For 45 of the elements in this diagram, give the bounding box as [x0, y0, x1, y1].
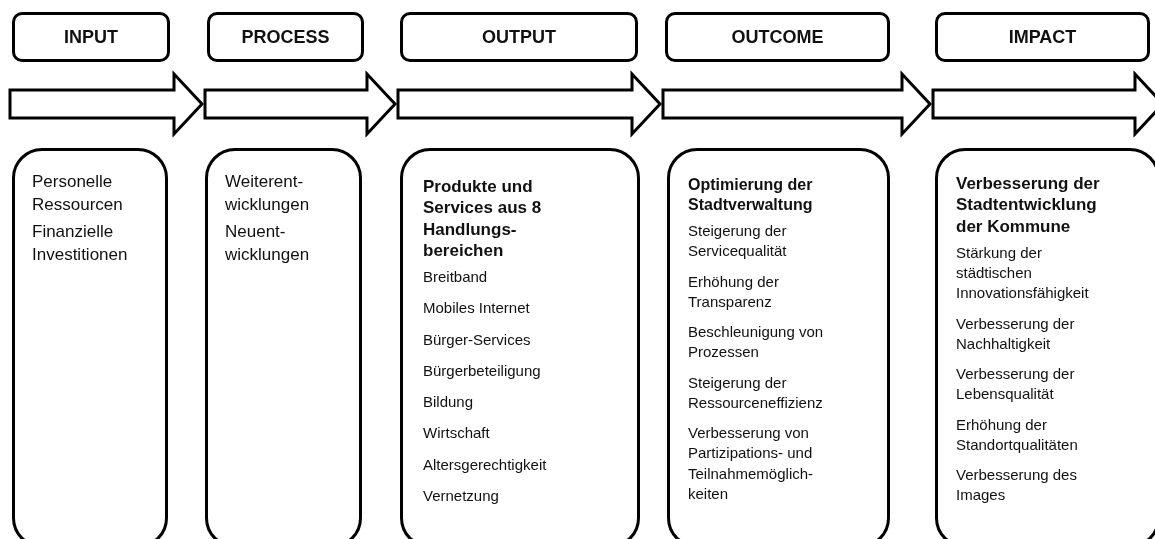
block-arrow	[931, 70, 1155, 138]
list-item: Bildung	[423, 392, 474, 412]
stage-title: OUTPUT	[482, 26, 556, 48]
list-item: Stärkung der städtischen Innovationsfähigkeit	[956, 242, 1090, 304]
stage-title: IMPACT	[1008, 26, 1077, 48]
list-item: Beschleunigung von Prozessen	[688, 322, 825, 363]
list-item: Steigerung der Ressourceneffizienz	[688, 372, 824, 413]
block-arrow	[661, 70, 933, 138]
list-item: Erhöhung der Transparenz	[688, 271, 780, 312]
stage-title: PROCESS	[241, 26, 330, 48]
list-item: Neuent- wicklungen	[225, 220, 311, 266]
list-item: Bürger-Services	[423, 329, 531, 350]
list-item: Breitband	[423, 267, 488, 287]
list-item: Altersgerechtigkeit	[423, 454, 547, 475]
stage-content-box	[12, 148, 168, 539]
stage-title: OUTCOME	[731, 26, 824, 48]
block-arrow	[8, 70, 205, 138]
section-heading: Produkte und Services aus 8 Handlungs- bereichen	[423, 176, 543, 261]
list-item: Finanzielle Investitionen	[32, 220, 129, 266]
list-item: Wirtschaft	[423, 423, 490, 444]
list-item: Verbesserung von Partizipations- und Teilnahmemöglich- keiten	[688, 423, 815, 504]
block-arrow	[203, 70, 398, 138]
list-item: Verbesserung der Nachhaltigkeit	[956, 313, 1076, 354]
list-item: Weiterent- wicklungen	[225, 171, 311, 216]
stage-content-box	[667, 148, 890, 539]
stage-title: INPUT	[64, 26, 118, 48]
list-item: Verbesserung der Lebensqualität	[956, 364, 1076, 405]
stage-content-box	[205, 148, 362, 539]
stage-header-box	[665, 12, 890, 62]
list-item: Erhöhung der Standortqualitäten	[956, 414, 1079, 455]
stage-content-box	[400, 148, 640, 539]
stage-header-box	[207, 12, 364, 62]
list-item: Mobiles Internet	[423, 298, 530, 319]
list-item: Bürgerbeteiligung	[423, 360, 541, 381]
stage-header-box	[400, 12, 638, 62]
stage-content-box	[935, 148, 1155, 539]
block-arrow	[396, 70, 663, 138]
section-heading: Verbesserung der Stadtentwicklung der Kommune	[956, 173, 1101, 237]
stage-header-box	[935, 12, 1150, 62]
list-item: Personelle Ressourcen	[32, 171, 124, 216]
list-item: Verbesserung des Images	[956, 465, 1078, 506]
list-item: Steigerung der Servicequalität	[688, 221, 788, 262]
stage-header-box	[12, 12, 170, 62]
list-item: Vernetzung	[423, 485, 499, 506]
section-heading: Optimierung der Stadtverwaltung	[688, 175, 814, 215]
